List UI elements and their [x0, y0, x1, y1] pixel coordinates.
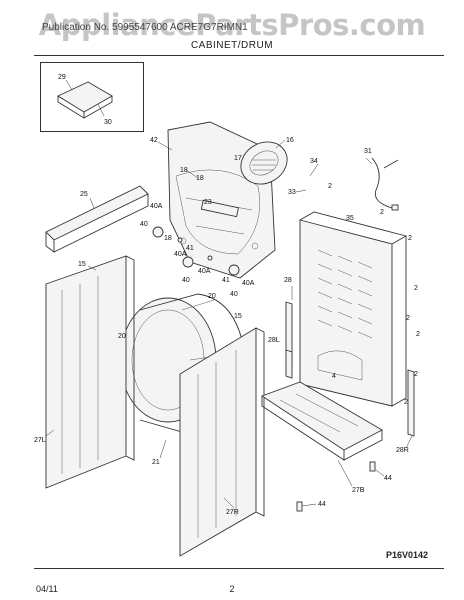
label-40A-b: 40A — [174, 251, 187, 258]
label-40A-d: 40A — [242, 280, 255, 287]
label-42: 42 — [150, 137, 158, 144]
label-2-c: 2 — [408, 235, 412, 242]
footer-page-number: 2 — [229, 584, 235, 594]
label-25: 25 — [80, 191, 88, 198]
label-27B: 27B — [352, 487, 365, 494]
label-27L: 27L — [34, 437, 46, 444]
label-21: 21 — [152, 459, 160, 466]
label-28: 28 — [284, 277, 292, 284]
label-41-b: 41 — [222, 277, 230, 284]
label-2-d: 2 — [414, 285, 418, 292]
label-33: 33 — [288, 189, 296, 196]
publication-line: Publication No. 5995547600 ACRE7G7RIMN1 — [42, 22, 248, 33]
label-2-f: 2 — [416, 331, 420, 338]
label-44-a: 44 — [384, 475, 392, 482]
label-28R: 28R — [396, 447, 409, 454]
footer-date: 04/11 — [36, 584, 58, 594]
drum-rollers — [152, 226, 240, 276]
label-15-b: 15 — [234, 313, 242, 320]
inset-wedge-part — [57, 79, 113, 119]
label-29: 29 — [58, 74, 66, 81]
label-18-b: 18 — [196, 175, 204, 182]
label-15-a: 15 — [78, 261, 86, 268]
section-title: CABINET/DRUM — [190, 40, 274, 51]
right-side-panel — [179, 327, 265, 557]
rear-panel — [299, 211, 407, 407]
label-20-b: 20 — [118, 333, 126, 340]
label-2-h: 2 — [404, 399, 408, 406]
label-40-a: 40 — [140, 221, 148, 228]
label-40-c: 40 — [230, 291, 238, 298]
lint-screen-housing — [240, 141, 288, 185]
figure-code: P16V0142 — [385, 550, 428, 560]
left-side-panel — [45, 255, 135, 489]
leveling-feet — [296, 461, 376, 512]
label-2-e: 2 — [406, 315, 410, 322]
label-44-b: 44 — [318, 501, 326, 508]
label-17: 17 — [234, 155, 242, 162]
label-35: 35 — [346, 215, 354, 222]
label-27R: 27R — [226, 509, 239, 516]
side-rails — [285, 301, 415, 437]
label-2-g: 2 — [414, 371, 418, 378]
label-40A-a: 40A — [150, 203, 163, 210]
label-16: 16 — [286, 137, 294, 144]
label-40-b: 40 — [182, 277, 190, 284]
label-28L: 28L — [268, 337, 280, 344]
label-2-b: 2 — [380, 209, 384, 216]
label-31: 31 — [364, 148, 372, 155]
footer-rule — [34, 568, 444, 569]
label-4: 4 — [332, 373, 336, 380]
header-rule — [34, 55, 444, 56]
label-34: 34 — [310, 158, 318, 165]
label-20-a: 20 — [208, 293, 216, 300]
label-2-a: 2 — [328, 183, 332, 190]
leader-lines — [45, 139, 413, 509]
label-41-a: 41 — [186, 245, 194, 252]
wire-harness — [371, 157, 399, 211]
label-18-c: 18 — [164, 235, 172, 242]
label-23: 23 — [204, 199, 212, 206]
front-bracket — [45, 185, 149, 253]
heater-duct — [200, 199, 239, 218]
watermark-logo: AppliancePartsPros.com — [38, 8, 426, 42]
label-30: 30 — [104, 119, 112, 126]
cabinet-base — [261, 381, 383, 461]
label-40A-c: 40A — [198, 268, 211, 275]
label-18-a: 18 — [180, 167, 188, 174]
inset-detail-box — [40, 62, 144, 132]
